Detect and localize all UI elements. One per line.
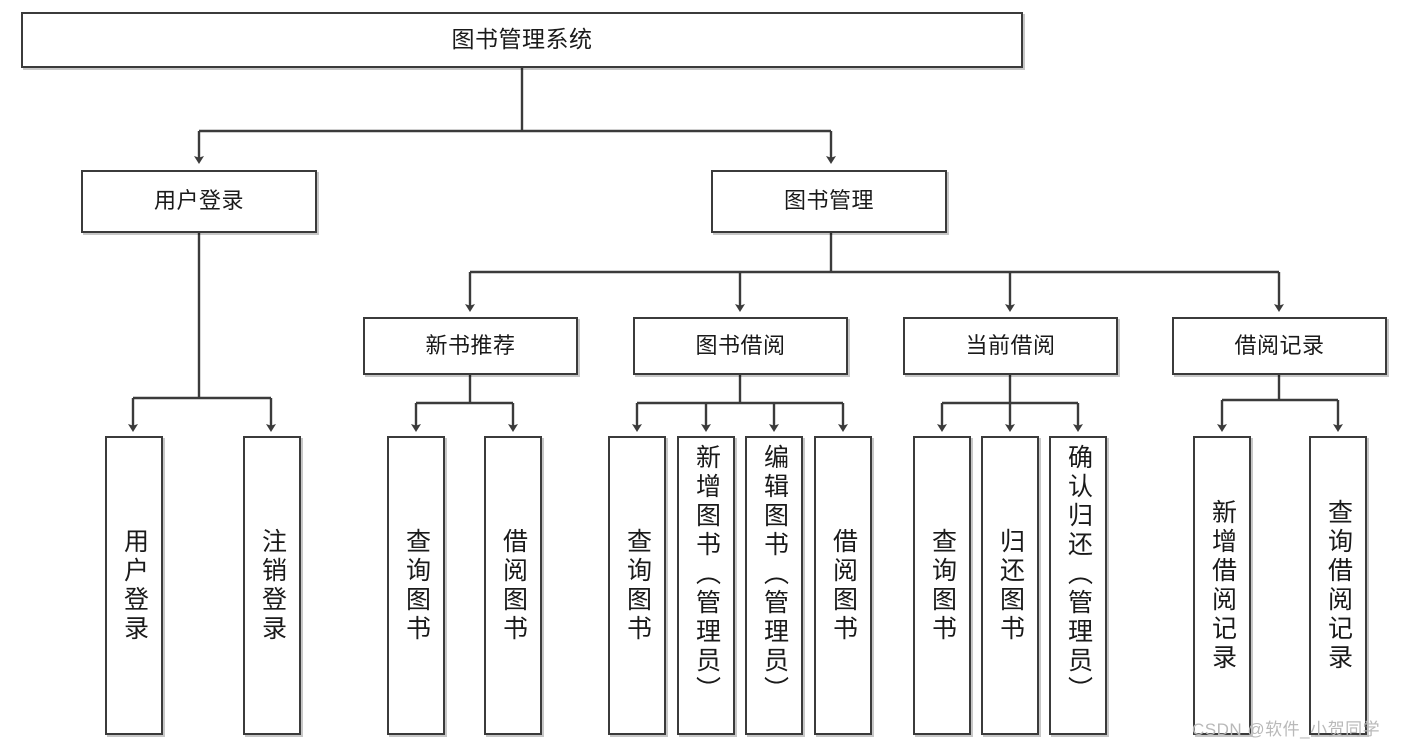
node-user-login[interactable]: 用户登录 <box>81 170 317 233</box>
leaf-borrow-borrow-book[interactable]: 借阅图书 <box>814 436 872 735</box>
node-label: 注销登录 <box>258 527 287 644</box>
leaf-recommend-query-book[interactable]: 查询图书 <box>387 436 445 735</box>
node-label: 借阅记录 <box>1234 332 1325 358</box>
node-label: 查询图书 <box>928 527 957 644</box>
node-new-book-recommend[interactable]: 新书推荐 <box>363 317 578 375</box>
node-root-system[interactable]: 图书管理系统 <box>21 12 1023 68</box>
node-label: 新书推荐 <box>425 332 516 358</box>
leaf-recommend-borrow-book[interactable]: 借阅图书 <box>484 436 542 735</box>
node-label: 借阅图书 <box>829 527 858 644</box>
leaf-current-confirm-return-admin[interactable]: 确认归还（管理员） <box>1049 436 1107 735</box>
node-book-borrow[interactable]: 图书借阅 <box>633 317 848 375</box>
node-label: 图书管理 <box>783 188 874 214</box>
node-label: 用户登录 <box>120 527 149 644</box>
leaf-current-return-book[interactable]: 归还图书 <box>981 436 1039 735</box>
node-label: 确认归还（管理员） <box>1064 444 1093 705</box>
node-current-borrow[interactable]: 当前借阅 <box>903 317 1118 375</box>
leaf-borrow-edit-book-admin[interactable]: 编辑图书（管理员） <box>745 436 803 735</box>
csdn-watermark: CSDN @软件_小贺同学 <box>1192 720 1381 739</box>
node-label: 当前借阅 <box>965 332 1056 358</box>
node-label: 编辑图书（管理员） <box>760 444 789 705</box>
node-label: 图书借阅 <box>695 332 786 358</box>
leaf-borrow-query-book[interactable]: 查询图书 <box>608 436 666 735</box>
leaf-record-query-record[interactable]: 查询借阅记录 <box>1309 436 1367 735</box>
node-label: 用户登录 <box>153 188 244 214</box>
node-label: 查询借阅记录 <box>1324 498 1353 673</box>
leaf-borrow-add-book-admin[interactable]: 新增图书（管理员） <box>677 436 735 735</box>
leaf-user-login-login[interactable]: 用户登录 <box>105 436 163 735</box>
node-label: 图书管理系统 <box>451 26 593 53</box>
leaf-record-add-record[interactable]: 新增借阅记录 <box>1193 436 1251 735</box>
node-label: 借阅图书 <box>499 527 528 644</box>
node-book-management[interactable]: 图书管理 <box>711 170 947 233</box>
node-label: 新增借阅记录 <box>1208 498 1237 673</box>
leaf-user-login-logout[interactable]: 注销登录 <box>243 436 301 735</box>
node-label: 查询图书 <box>623 527 652 644</box>
node-label: 新增图书（管理员） <box>692 444 721 705</box>
node-label: 查询图书 <box>402 527 431 644</box>
node-borrow-record[interactable]: 借阅记录 <box>1172 317 1387 375</box>
node-label: 归还图书 <box>996 527 1025 644</box>
leaf-current-query-book[interactable]: 查询图书 <box>913 436 971 735</box>
